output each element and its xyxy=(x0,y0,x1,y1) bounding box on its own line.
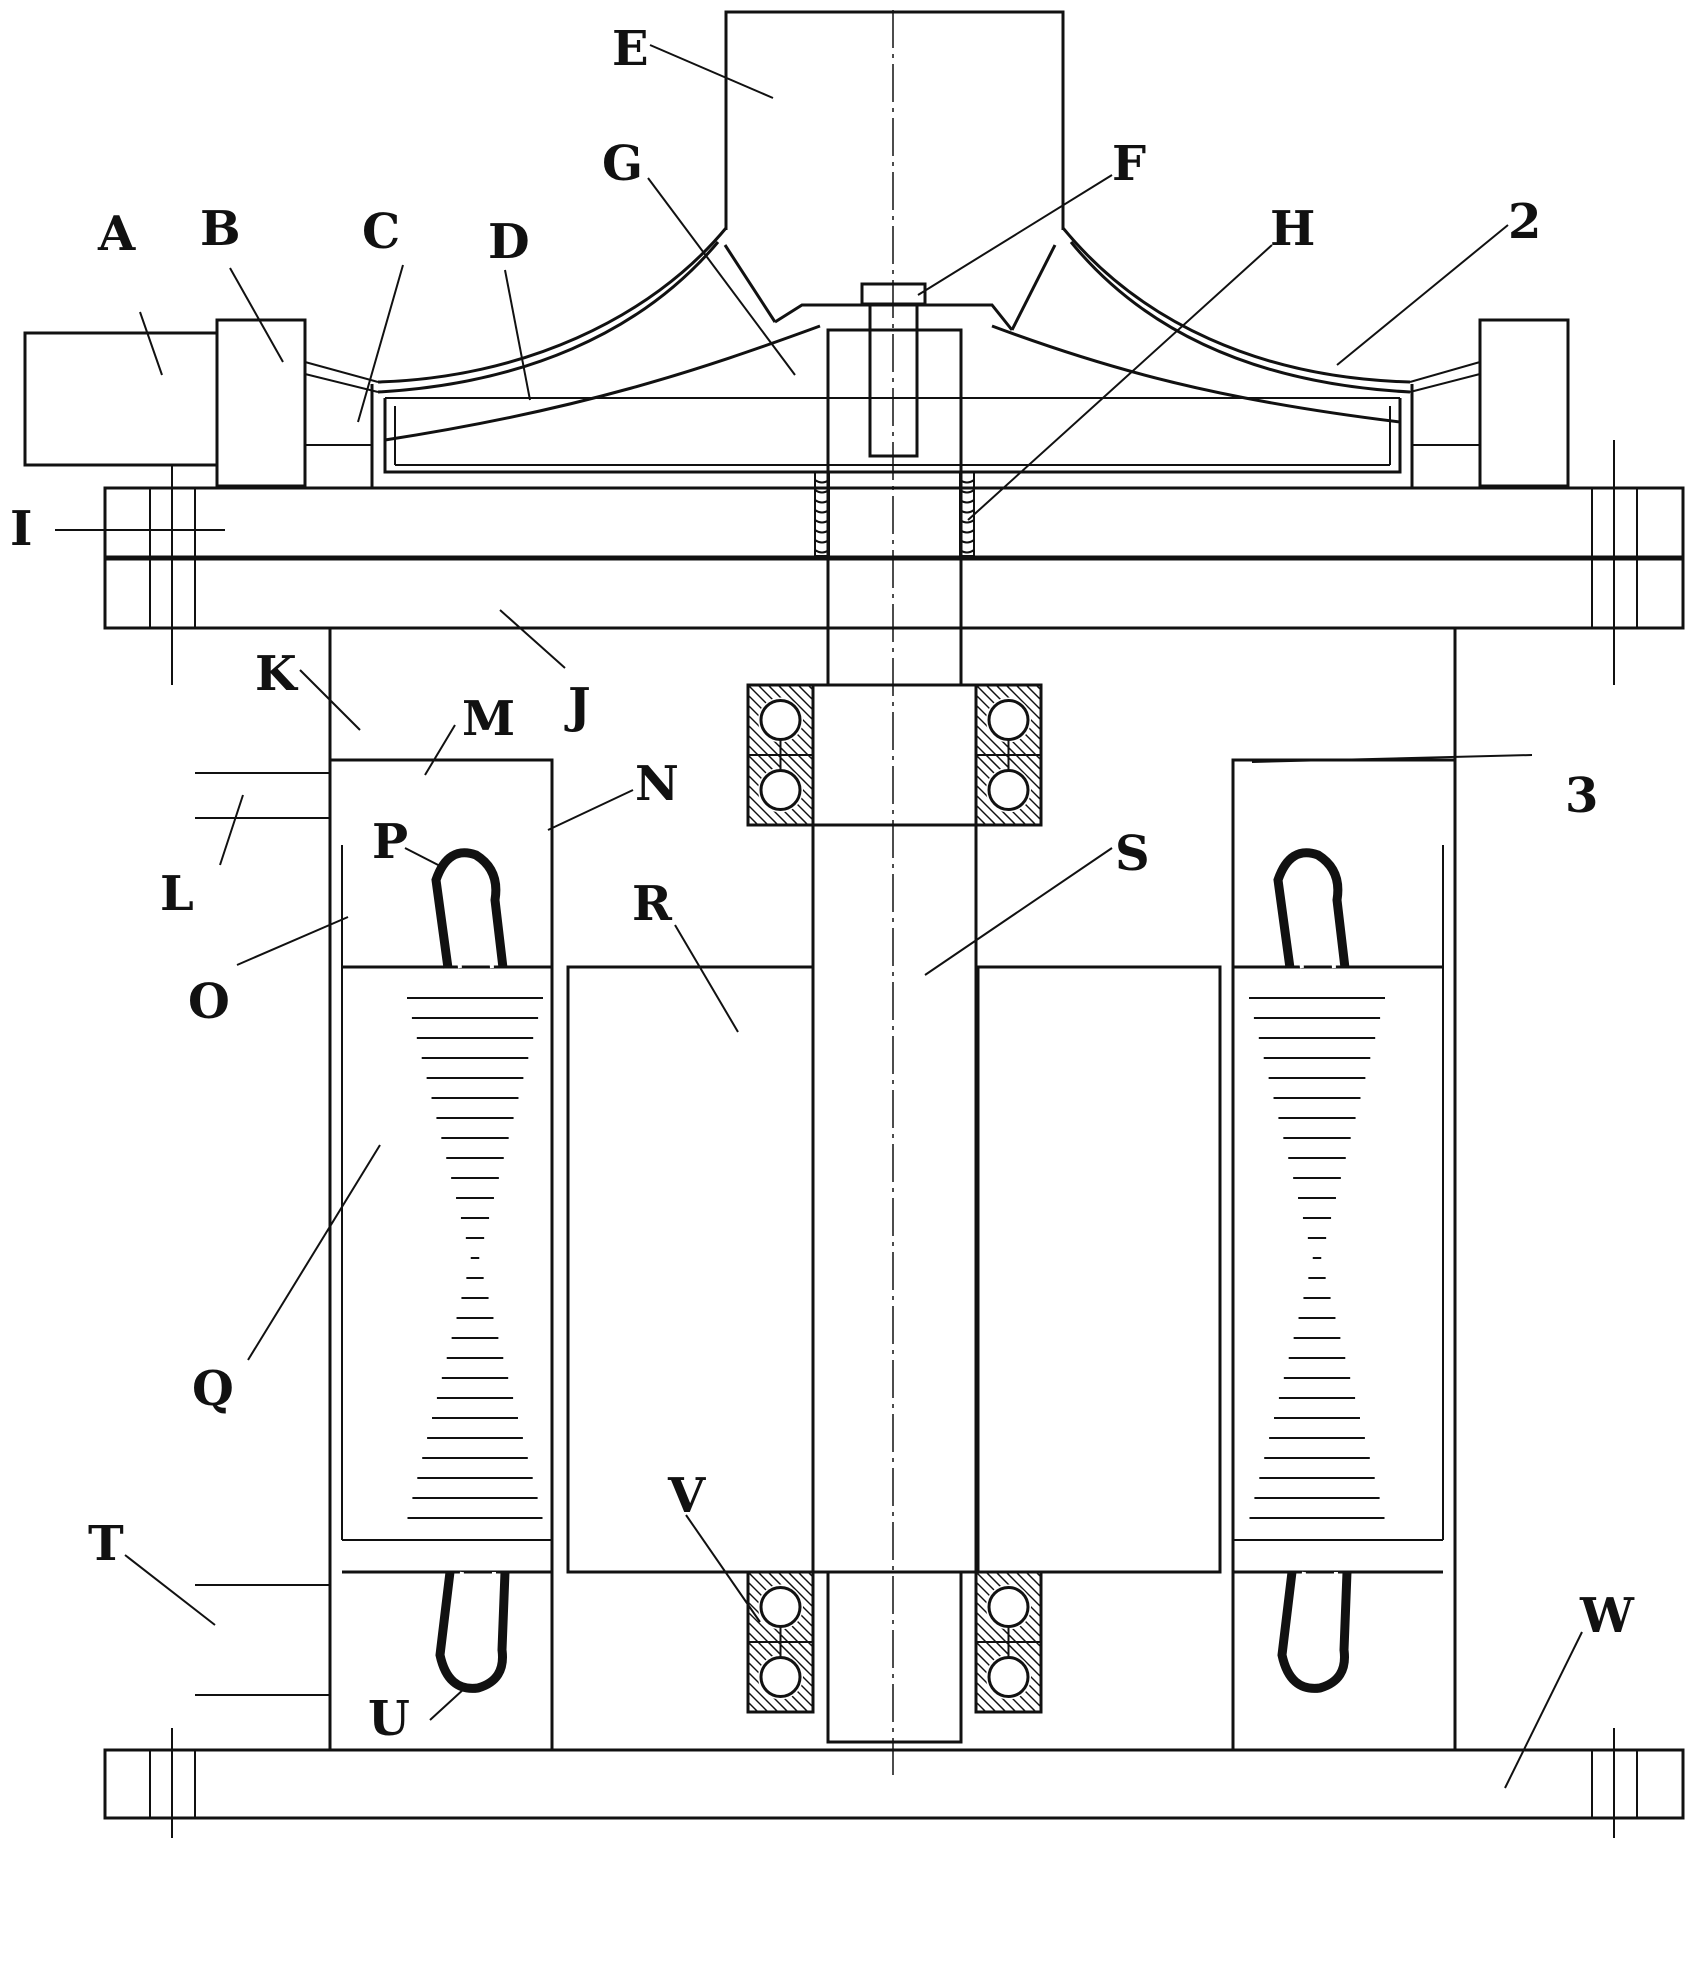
ball-bearing xyxy=(974,1570,1043,1714)
winding-end-turn-top-right xyxy=(1273,848,1350,969)
label-two: 2 xyxy=(1508,194,1541,250)
rotor-core xyxy=(566,965,1222,1574)
stator-lamination-right xyxy=(1249,997,1385,1519)
bearings xyxy=(746,683,1043,1714)
shaft-seal xyxy=(814,471,975,557)
label-w: W xyxy=(1579,1588,1635,1644)
volute-casing xyxy=(304,227,1481,488)
leader-lines xyxy=(55,44,1583,1789)
label-b: B xyxy=(200,201,241,257)
ball-bearing xyxy=(746,683,815,827)
label-l: L xyxy=(160,866,194,922)
coupling-block xyxy=(215,318,307,488)
label-j: J xyxy=(564,678,591,734)
label-a: A xyxy=(97,206,136,262)
winding-end-turn-bottom-right xyxy=(1277,1571,1352,1693)
label-m: M xyxy=(462,691,515,747)
ball-bearing xyxy=(974,683,1043,827)
motor-shaft xyxy=(811,328,978,1744)
outlet-pipe xyxy=(724,10,1065,230)
right-bracket-block xyxy=(1478,318,1570,488)
label-p: P xyxy=(372,814,408,870)
label-n: N xyxy=(635,756,679,812)
label-c: C xyxy=(362,204,400,260)
label-f: F xyxy=(1112,136,1146,192)
stator-right xyxy=(1231,758,1455,1750)
label-h: H xyxy=(1270,201,1315,257)
label-t: T xyxy=(88,1516,124,1572)
label-q: Q xyxy=(192,1361,234,1417)
ball-bearing xyxy=(746,1570,815,1714)
upper-flange-plates xyxy=(103,440,1685,685)
part-labels: A B C D E F G H 2 I J K L M N O P Q R S … xyxy=(10,21,1635,1747)
label-k: K xyxy=(255,646,299,702)
label-g: G xyxy=(602,136,643,192)
impeller-bolt xyxy=(860,282,927,458)
winding-end-turn-bottom-left xyxy=(435,1571,510,1693)
label-u: U xyxy=(368,1691,410,1747)
stator-lamination-left xyxy=(407,997,543,1519)
label-d: D xyxy=(488,214,530,270)
label-r: R xyxy=(632,876,673,932)
label-s: S xyxy=(1115,826,1150,882)
label-v: V xyxy=(667,1468,706,1524)
base-plate xyxy=(103,1728,1685,1838)
label-e: E xyxy=(612,21,649,77)
label-i: I xyxy=(10,501,32,557)
label-o: O xyxy=(188,974,230,1030)
motor-block xyxy=(23,331,219,467)
winding-end-turn-top-left xyxy=(431,848,508,969)
label-three: 3 xyxy=(1565,768,1598,824)
motor-housing xyxy=(195,628,1457,1750)
